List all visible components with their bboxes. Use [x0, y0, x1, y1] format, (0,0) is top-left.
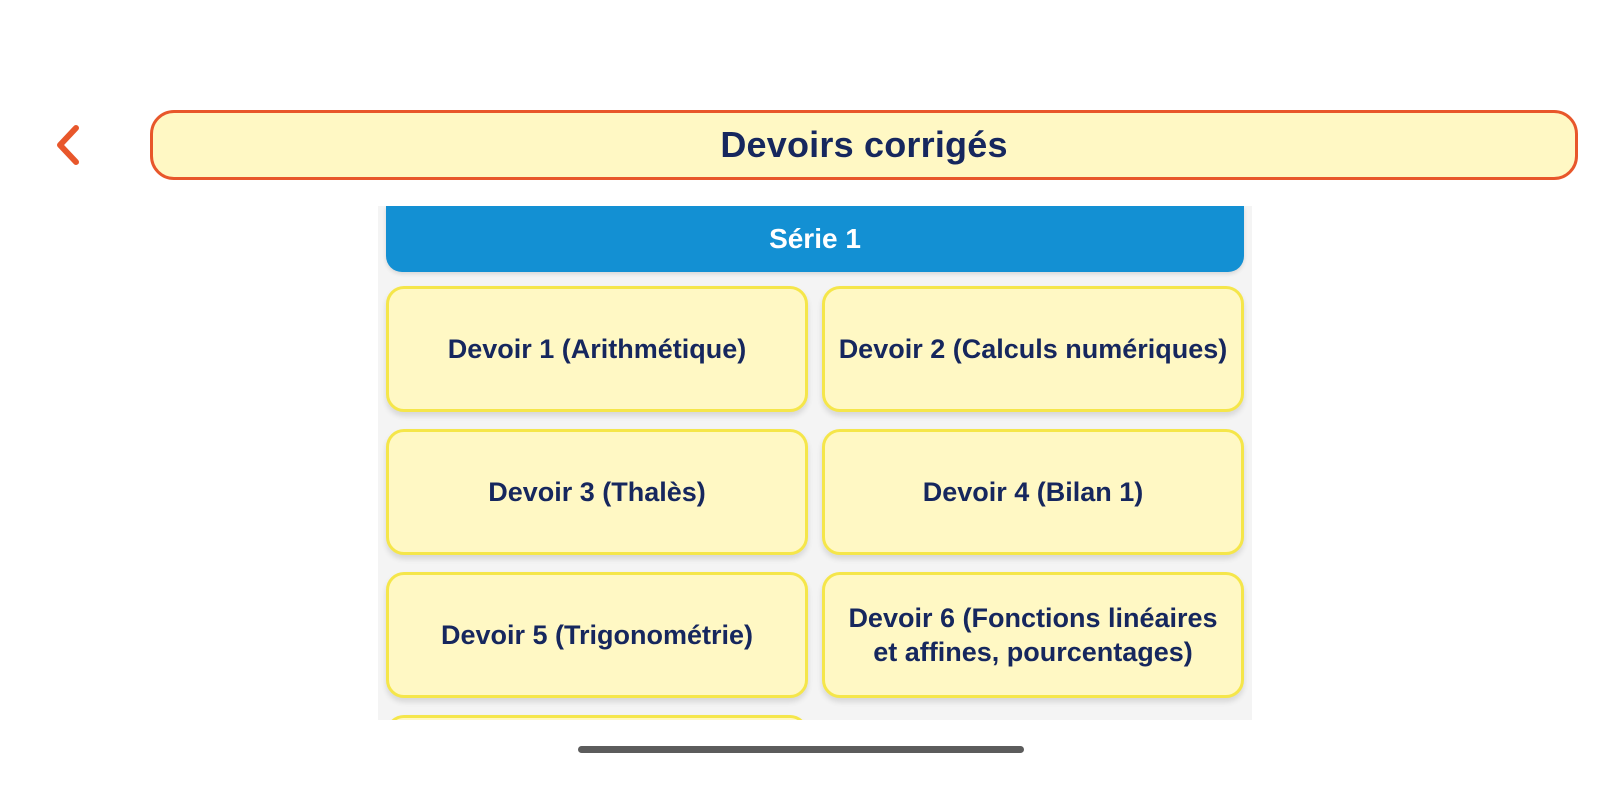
devoirs-list[interactable]: Série 1 Devoir 1 (Arithmétique) Devoir 2… [378, 206, 1252, 720]
page-title-banner: Devoirs corrigés [150, 110, 1578, 180]
home-indicator[interactable] [578, 746, 1024, 753]
devoir-card-7-partial[interactable] [386, 715, 808, 720]
devoir-label: Devoir 4 (Bilan 1) [922, 477, 1144, 507]
devoir-card-5[interactable]: Devoir 5 (Trigonométrie) [386, 572, 808, 698]
devoir-card-2[interactable]: Devoir 2 (Calculs numériques) [822, 286, 1244, 412]
devoir-label: Devoir 2 (Calculs numériques) [838, 334, 1228, 364]
devoir-card-1[interactable]: Devoir 1 (Arithmétique) [386, 286, 808, 412]
devoir-label: Devoir 5 (Trigonométrie) [440, 620, 754, 650]
devoir-card-6[interactable]: Devoir 6 (Fonctions linéaires et affines… [822, 572, 1244, 698]
devoirs-grid: Devoir 1 (Arithmétique) Devoir 2 (Calcul… [386, 286, 1244, 720]
devoir-label: Devoir 6 (Fonctions linéaires et affines… [848, 603, 1218, 667]
devoir-label: Devoir 1 (Arithmétique) [447, 334, 747, 364]
series-header: Série 1 [386, 206, 1244, 272]
series-title: Série 1 [769, 223, 861, 254]
devoir-card-3[interactable]: Devoir 3 (Thalès) [386, 429, 808, 555]
back-button[interactable] [48, 122, 88, 168]
chevron-left-icon [57, 125, 79, 165]
devoir-card-4[interactable]: Devoir 4 (Bilan 1) [822, 429, 1244, 555]
page-title: Devoirs corrigés [720, 124, 1008, 165]
devoir-label: Devoir 3 (Thalès) [488, 477, 706, 507]
